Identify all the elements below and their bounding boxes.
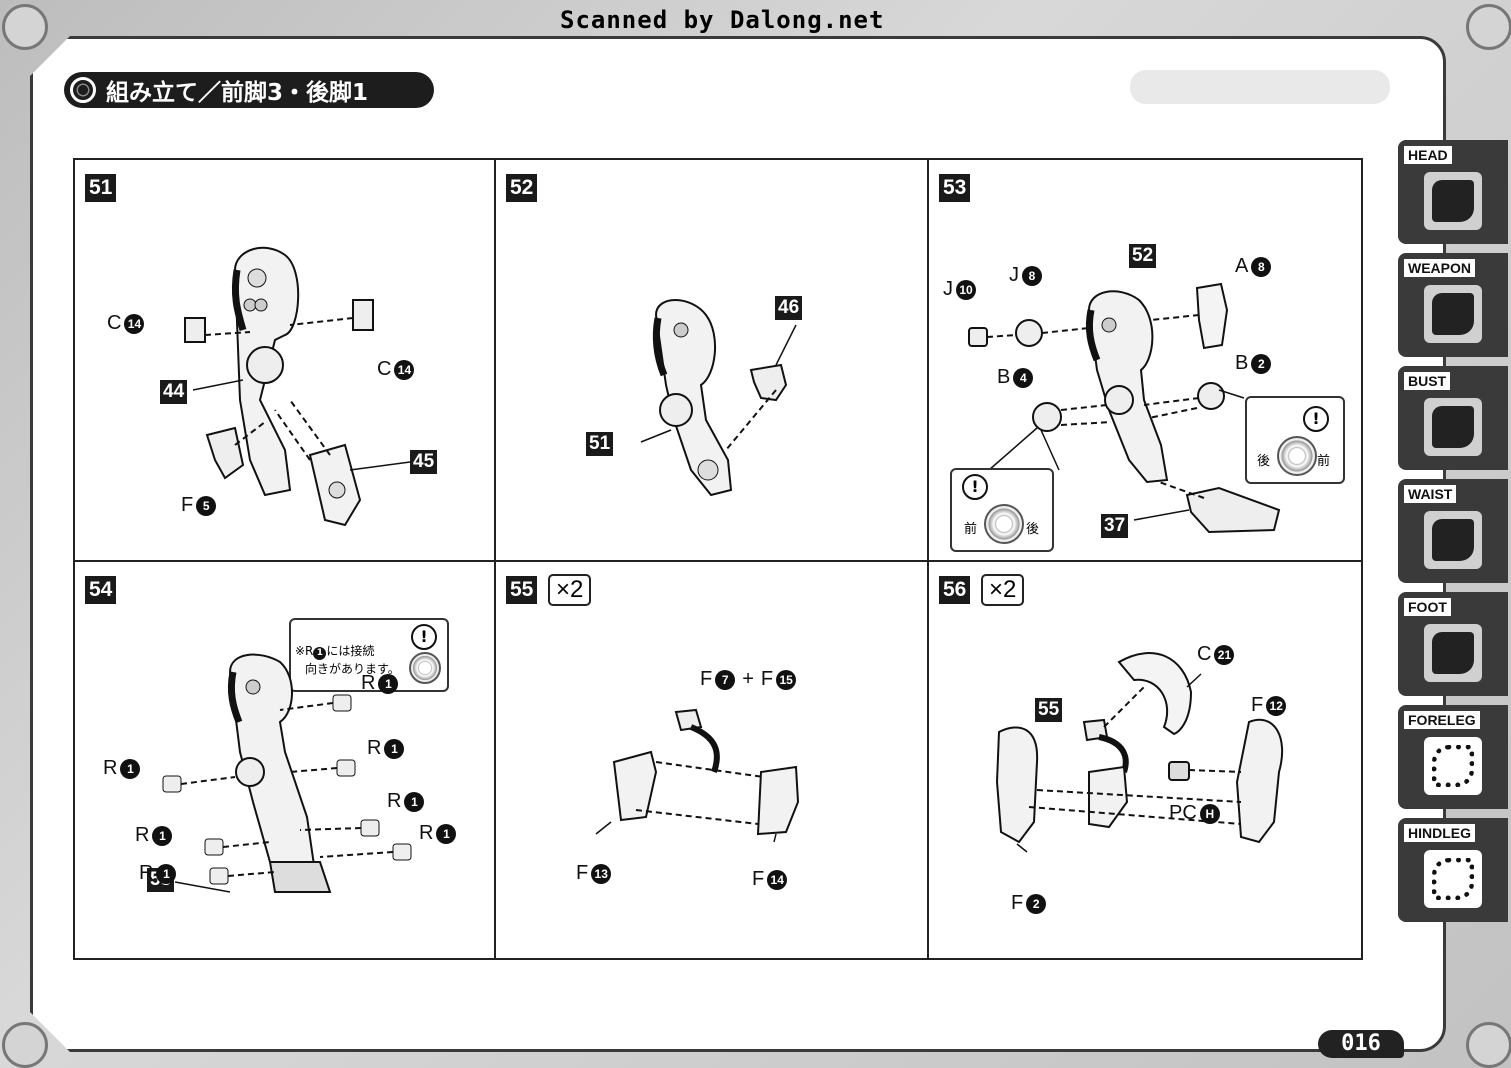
part-number: 55: [1035, 698, 1063, 722]
sidebar-tab-head[interactable]: HEAD: [1398, 140, 1508, 244]
part-number: 45: [410, 450, 438, 474]
waist-icon: [1424, 511, 1482, 569]
part-number: 51: [586, 432, 614, 456]
corner-bolt: [2, 4, 48, 50]
part-number: 46: [775, 296, 803, 320]
head-icon: [1424, 172, 1482, 230]
foreleg-icon: [1424, 737, 1482, 795]
ring-part-icon: [984, 504, 1024, 544]
quantity-multiplier: ×2: [548, 574, 592, 606]
sidebar-tab-weapon[interactable]: WEAPON: [1398, 253, 1508, 357]
assembly-drawing: [968, 282, 1281, 534]
scan-credit: Scanned by Dalong.net: [560, 6, 885, 34]
warning-icon: !: [411, 624, 437, 650]
assembly-drawing: [640, 299, 797, 497]
foot-icon: [1424, 624, 1482, 682]
assembly-drawing: [995, 652, 1284, 853]
part-number: 37: [1101, 514, 1129, 538]
part-number: 52: [1129, 244, 1157, 268]
step-number: 51: [85, 174, 117, 202]
warning-icon: !: [1303, 406, 1329, 432]
sidebar-tab-bust[interactable]: BUST: [1398, 366, 1508, 470]
hindleg-icon: [1424, 850, 1482, 908]
step-number: 56: [939, 576, 971, 604]
assembly-drawing: [162, 653, 412, 893]
assembly-drawing: [595, 708, 800, 843]
page-title: 組み立て／前脚3・後脚1: [106, 80, 369, 106]
gear-icon: [70, 77, 96, 103]
orientation-note: ! 前 後: [950, 468, 1054, 552]
corner-bolt: [2, 1022, 48, 1068]
step-number: 54: [85, 576, 117, 604]
orientation-note: ! 後 前: [1245, 396, 1345, 484]
weapon-icon: [1424, 285, 1482, 343]
step-panel-52: 52 46 51: [496, 160, 929, 562]
quantity-multiplier: ×2: [981, 574, 1025, 606]
ring-part-icon: [1277, 436, 1317, 476]
sidebar-tab-foot[interactable]: FOOT: [1398, 592, 1508, 696]
warning-icon: !: [962, 474, 988, 500]
step-number: 52: [506, 174, 538, 202]
section-title-bar: 組み立て／前脚3・後脚1: [64, 72, 434, 108]
bust-icon: [1424, 398, 1482, 456]
part-number: 44: [160, 380, 188, 404]
assembly-drawing: [184, 246, 411, 527]
bleed-through-title: [1130, 70, 1390, 104]
ring-part-icon: [409, 652, 441, 684]
step-number: 55: [506, 576, 538, 604]
sidebar-tab-waist[interactable]: WAIST: [1398, 479, 1508, 583]
page-number: 016: [1318, 1030, 1404, 1058]
sidebar-tab-foreleg[interactable]: FORELEG: [1398, 705, 1508, 809]
section-index-sidebar: HEAD WEAPON BUST WAIST FOOT FORELEG HIND…: [1398, 140, 1508, 931]
corner-bolt: [1466, 4, 1511, 50]
step-number: 53: [939, 174, 971, 202]
sidebar-tab-hindleg[interactable]: HINDLEG: [1398, 818, 1508, 922]
corner-bolt: [1466, 1022, 1511, 1068]
